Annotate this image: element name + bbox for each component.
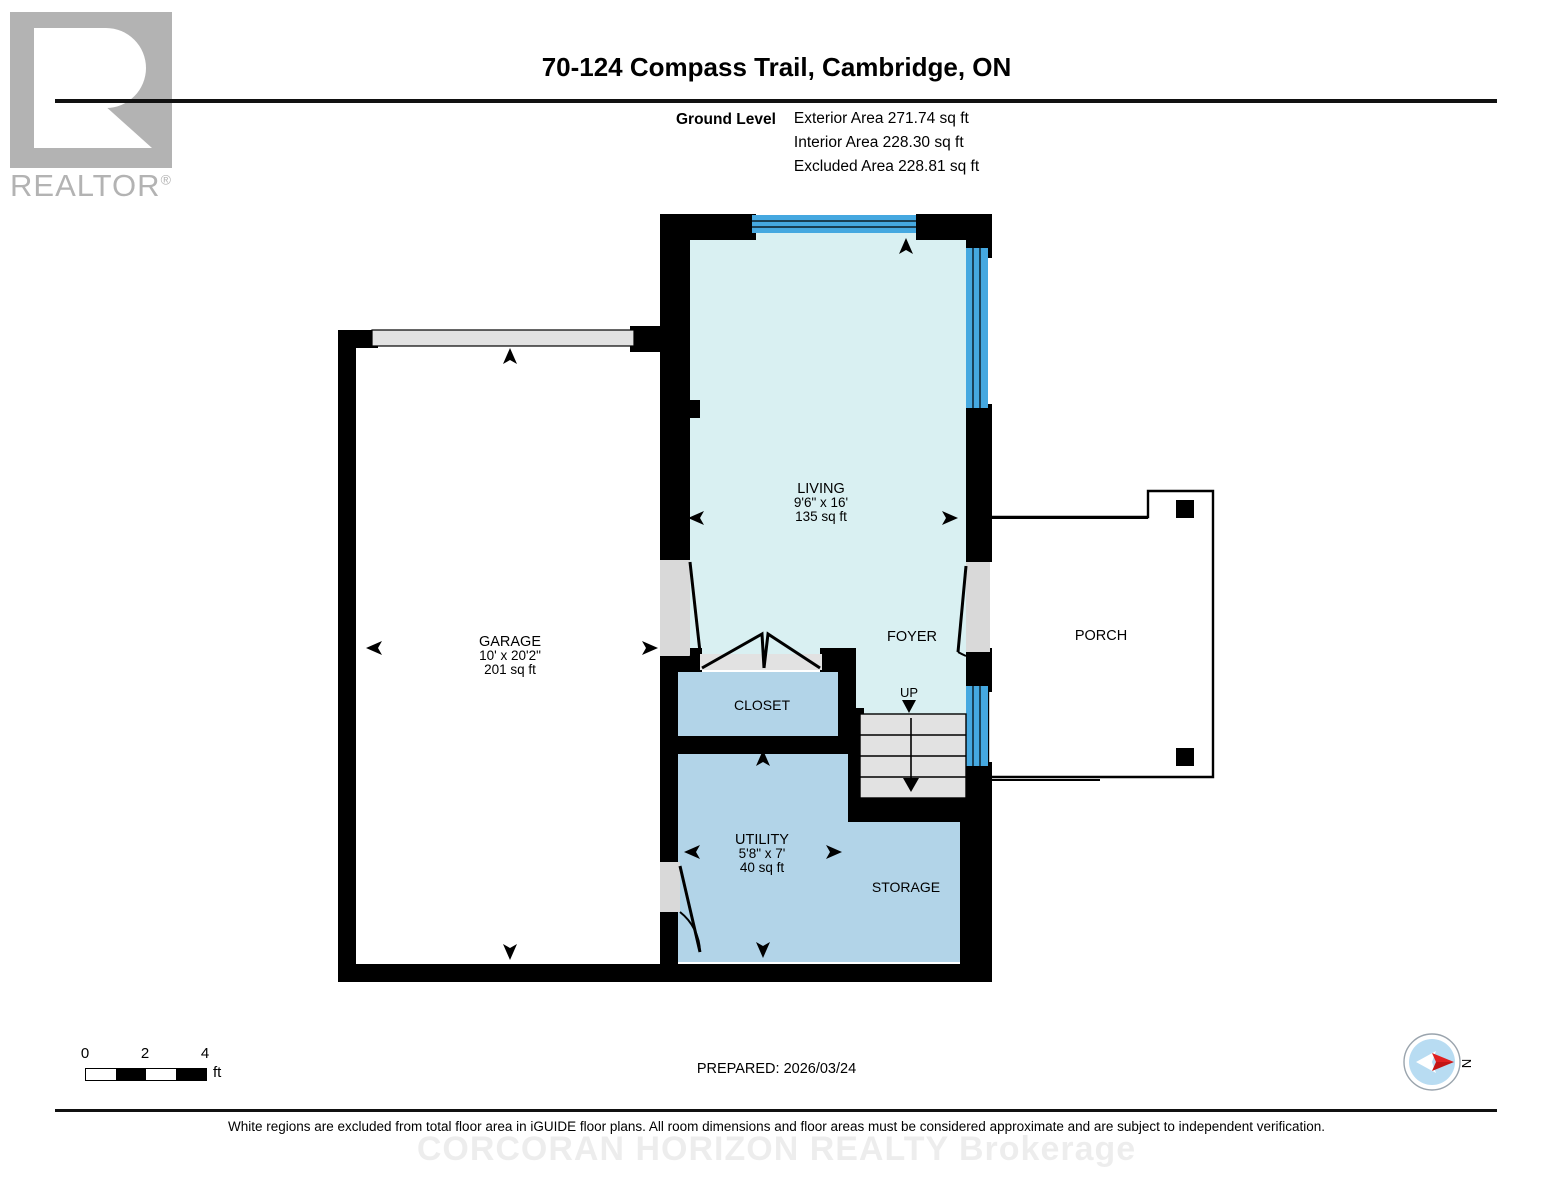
- scale-tick-4: 4: [200, 1045, 210, 1062]
- foyer-label: FOYER: [887, 629, 937, 645]
- porch-label: PORCH: [1075, 628, 1127, 644]
- page-title: 70-124 Compass Trail, Cambridge, ON: [541, 52, 1012, 82]
- stairs-up-label: UP: [900, 685, 918, 700]
- living-label: LIVING: [797, 481, 845, 497]
- garage-door: [371, 329, 635, 347]
- walls: [338, 214, 992, 982]
- door-living-garage: [660, 560, 702, 657]
- window-top: [752, 215, 916, 233]
- utility-label: UTILITY: [735, 832, 789, 848]
- living-dimensions: 9'6" x 16': [794, 495, 848, 510]
- direction-arrows: [366, 238, 958, 960]
- scale-unit-label: ft: [213, 1064, 222, 1081]
- windows: [752, 215, 988, 766]
- header-divider: [55, 99, 1497, 103]
- prepared-date: PREPARED: 2026/03/24: [696, 1061, 857, 1077]
- area-list: Exterior Area 271.74 sq ft Interior Area…: [794, 110, 979, 176]
- porch-post-bottom: [1176, 748, 1194, 766]
- stairs: UP: [859, 685, 967, 799]
- utility-dimensions: 5'8" x 7': [739, 846, 786, 861]
- compass-icon: [1403, 1033, 1461, 1091]
- scale-seg-2: [116, 1069, 146, 1080]
- scale-track: [85, 1068, 207, 1081]
- scale-tick-2: 2: [140, 1045, 150, 1062]
- footer-divider: [55, 1109, 1497, 1112]
- door-utility: [660, 862, 702, 953]
- scale-seg-4: [176, 1069, 206, 1080]
- doors: [371, 329, 990, 953]
- compass-north-label: N: [1459, 1058, 1475, 1069]
- garage-area: 201 sq ft: [484, 662, 536, 677]
- utility-area: 40 sq ft: [740, 860, 785, 875]
- excluded-area: Excluded Area 228.81 sq ft: [793, 158, 980, 175]
- door-closet-bifold: [700, 631, 822, 670]
- level-summary: Ground Level Exterior Area 271.74 sq ft …: [676, 110, 979, 176]
- realtor-logo: REALTOR®: [10, 12, 175, 202]
- disclaimer-text: White regions are excluded from total fl…: [227, 1119, 1326, 1134]
- exterior-area: Exterior Area 271.74 sq ft: [793, 110, 969, 127]
- scale-bar: 0 2 4: [80, 1045, 240, 1065]
- closet-fill: [676, 672, 848, 744]
- garage-fill: [345, 330, 665, 975]
- scale-tick-labels: 0 2 4: [80, 1045, 240, 1065]
- garage-label: GARAGE: [479, 634, 541, 650]
- garage-dimensions: 10' x 20'2": [479, 648, 541, 663]
- interior-area: Interior Area 228.30 sq ft: [793, 134, 964, 151]
- closet-label: CLOSET: [734, 697, 790, 713]
- storage-fill: [848, 820, 966, 962]
- room-porch: PORCH: [986, 489, 1215, 779]
- floor-plan-drawing: PORCH: [338, 214, 1215, 982]
- brokerage-watermark: CORCORAN HORIZON REALTY Brokerage: [416, 1130, 1137, 1168]
- scale-tick-0: 0: [80, 1045, 90, 1062]
- room-labels: GARAGE 10' x 20'2" 201 sq ft LIVING 9'6"…: [479, 481, 940, 895]
- utility-fill: [676, 746, 848, 962]
- living-area: 135 sq ft: [795, 509, 847, 524]
- realtor-wordmark: REALTOR®: [10, 168, 172, 203]
- window-right-upper: [966, 248, 988, 408]
- level-label: Ground Level: [676, 111, 776, 128]
- living-fill: [676, 215, 975, 745]
- realtor-r-mark: [10, 12, 172, 168]
- porch-post-top: [1176, 500, 1194, 518]
- door-foyer-entry: [956, 562, 990, 657]
- leader-lines: [966, 517, 1148, 781]
- window-right-lower: [966, 686, 988, 766]
- storage-label: STORAGE: [872, 879, 940, 895]
